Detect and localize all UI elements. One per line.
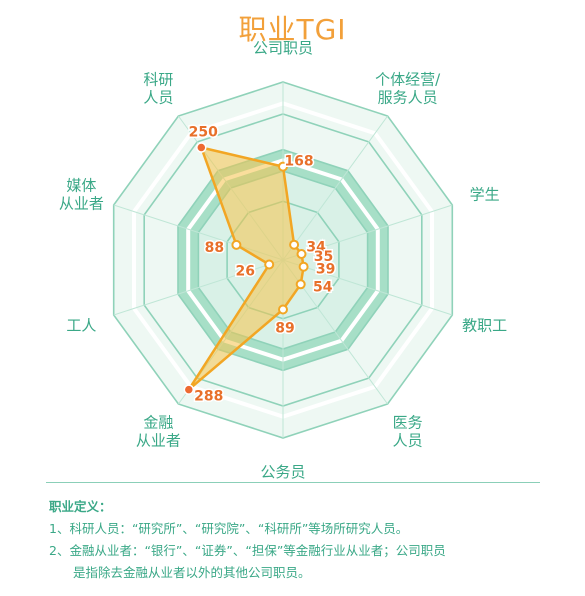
axis-label: 工人 (66, 317, 96, 335)
axis-label: 科研人员 (143, 71, 173, 107)
data-point (231, 239, 242, 250)
radar-spoke (282, 115, 389, 261)
notes-title: 职业定义： (49, 499, 112, 514)
data-point (264, 259, 275, 270)
radar-series (183, 142, 309, 395)
data-point (289, 239, 300, 250)
data-point (295, 279, 306, 290)
value-label: 88 (205, 240, 224, 256)
note-line-2: 2、金融从业者：“银行”、“证券”、“担保”等金融行业从业者；公司职员 (49, 543, 446, 558)
value-label: 39 (316, 262, 335, 278)
data-point (278, 304, 288, 315)
data-point (278, 161, 288, 172)
radar-spoke (113, 259, 284, 316)
axis-label: 公务员 (260, 463, 305, 480)
axis-label: 金融从业者 (136, 414, 181, 450)
axis-label: 教职工 (462, 317, 507, 335)
value-label: 168 (284, 154, 313, 170)
data-point (196, 142, 207, 153)
value-label: 26 (235, 264, 254, 280)
axis-label: 学生 (470, 186, 500, 204)
data-point (298, 261, 309, 272)
radar-spoke (282, 204, 453, 261)
axis-label: 公司职员 (253, 39, 313, 57)
data-point (296, 249, 307, 259)
value-label: 250 (189, 125, 218, 141)
chart-title: 职业TGI (238, 13, 347, 46)
definition-notes: 职业定义： 1、科研人员：“研究所”、“研究院”、“科研所”等场所研究人员。 2… (49, 496, 549, 584)
value-label: 89 (275, 321, 294, 337)
radar-spoke (282, 259, 453, 316)
axis-label: 医务人员 (393, 414, 423, 450)
note-line-3: 是指除去金融从业者以外的其他公司职员。 (73, 565, 311, 580)
value-label: 34 (306, 240, 326, 256)
axis-label: 个体经营/服务人员 (375, 71, 441, 107)
divider (46, 482, 540, 483)
note-line-1: 1、科研人员：“研究所”、“研究院”、“科研所”等场所研究人员。 (49, 521, 409, 536)
axis-label: 媒体从业者 (59, 177, 104, 213)
value-label: 288 (194, 389, 223, 405)
data-point (183, 384, 195, 395)
value-label: 35 (314, 249, 333, 265)
value-label: 54 (313, 279, 333, 295)
